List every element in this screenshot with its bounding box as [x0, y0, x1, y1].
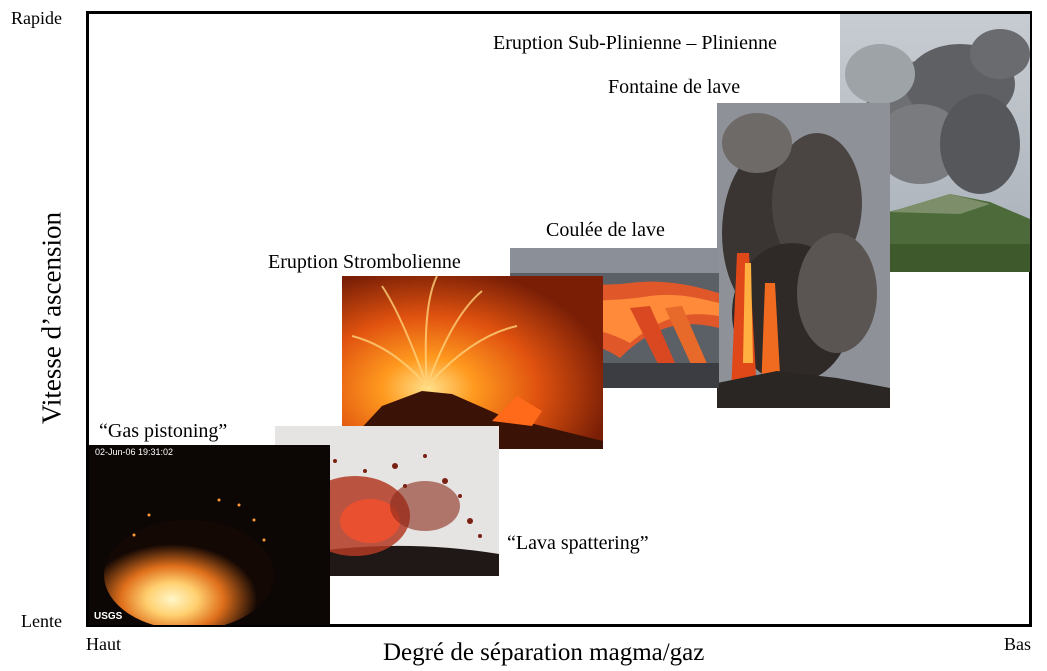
lava-spattering-label: “Lava spattering” [507, 532, 649, 554]
gas-pistoning-label: “Gas pistoning” [99, 420, 228, 442]
plot-frame [86, 11, 1032, 627]
strombolian-eruption-label: Eruption Strombolienne [268, 251, 461, 273]
x-axis-title: Degré de séparation magma/gaz [383, 639, 705, 666]
lava-fountain-label: Fontaine de lave [608, 76, 741, 98]
gas-pistoning-photo: 02-Jun-06 19:31:02 USGS [89, 445, 330, 625]
x-axis-right-label: Bas [1004, 634, 1031, 654]
y-axis-top-label: Rapide [11, 8, 62, 28]
y-axis-title: Vitesse d’ascension [36, 211, 67, 425]
plinian-eruption-label: Eruption Sub-Plinienne – Plinienne [493, 32, 777, 54]
usgs-watermark: USGS [94, 611, 123, 622]
x-axis-left-label: Haut [86, 634, 121, 654]
photo-timestamp: 02-Jun-06 19:31:02 [95, 447, 174, 457]
lava-fountain-photo [717, 103, 890, 408]
y-axis-bottom-label: Lente [21, 611, 62, 631]
strombolian-eruption-photo [342, 276, 603, 449]
lava-flow-photo [510, 248, 719, 388]
lava-flow-label: Coulée de lave [546, 219, 665, 241]
